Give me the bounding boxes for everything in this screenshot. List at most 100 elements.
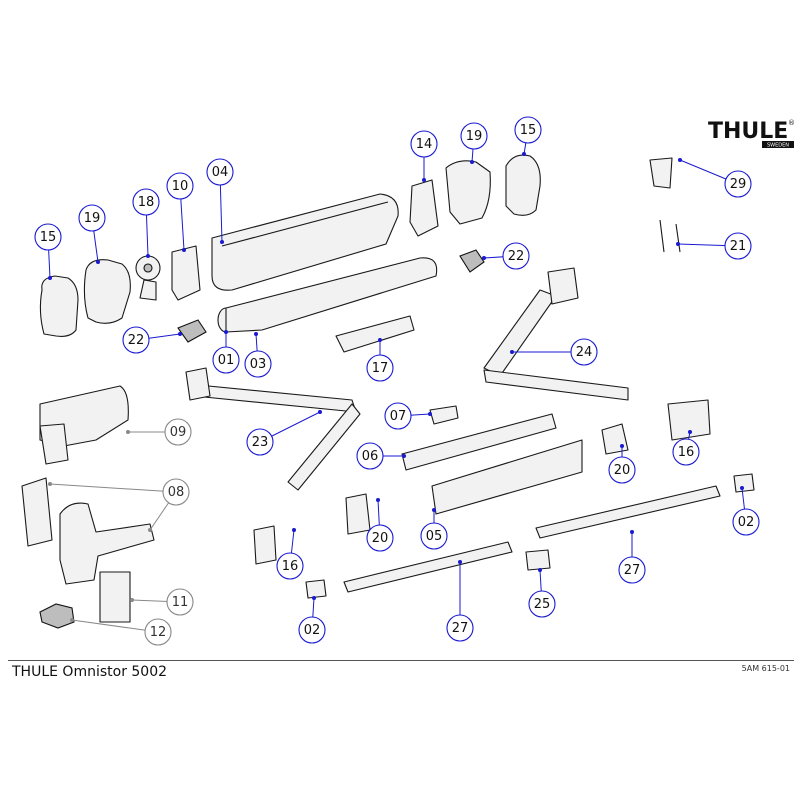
- callout-circle: [366, 524, 394, 552]
- part-front-profile: [211, 193, 399, 291]
- callout-08: 08: [48, 478, 190, 532]
- callout-10: 10: [166, 172, 194, 252]
- callout-number: 21: [730, 239, 747, 254]
- callout-circle: [732, 508, 760, 536]
- callout-number: 12: [150, 625, 167, 640]
- callout-number: 16: [282, 559, 299, 574]
- callout-circle: [514, 116, 542, 144]
- callout-18: 18: [132, 188, 160, 258]
- callout-leader-dot: [678, 158, 682, 162]
- callout-29: 29: [678, 158, 752, 198]
- callout-circle: [724, 232, 752, 260]
- part-anchor-plate: [649, 157, 673, 189]
- callout-circle: [34, 223, 62, 251]
- callout-27: 27: [446, 560, 474, 642]
- callout-leader-dot: [740, 486, 744, 490]
- callout-09: 09: [126, 418, 192, 446]
- callout-circle: [166, 172, 194, 200]
- part-valance: [431, 439, 583, 515]
- callout-circle: [618, 556, 646, 584]
- part-wall-bracket: [21, 477, 53, 547]
- callout-leader-dot: [224, 330, 228, 334]
- callout-24: 24: [510, 338, 598, 366]
- logo-registered-mark: ®: [788, 119, 794, 127]
- part-clip: [429, 405, 459, 425]
- callout-circle: [724, 170, 752, 198]
- callout-circle: [356, 442, 384, 470]
- part-leg-right: [535, 485, 721, 539]
- callout-21: 21: [676, 232, 752, 260]
- part-end-cap-left: [39, 275, 79, 337]
- callout-number: 24: [576, 345, 593, 360]
- callout-number: 20: [614, 463, 631, 478]
- callout-number: 04: [212, 165, 229, 180]
- footer-rule: [8, 660, 794, 661]
- callout-number: 18: [138, 195, 155, 210]
- callout-leader-dot: [70, 618, 74, 622]
- callout-circle: [162, 478, 190, 506]
- callout-circle: [246, 428, 274, 456]
- callout-circle: [122, 326, 150, 354]
- callout-leader-dot: [676, 242, 680, 246]
- callout-number: 16: [678, 445, 695, 460]
- callout-leader-dot: [620, 444, 624, 448]
- callout-leader-dot: [428, 412, 432, 416]
- part-bolts: [659, 219, 681, 253]
- callout-leader-dot: [378, 338, 382, 342]
- part-bracket-left: [253, 525, 277, 565]
- callout-15: 15: [514, 116, 542, 156]
- parts-illustrations: [21, 154, 755, 629]
- callout-20: 20: [608, 444, 636, 484]
- callout-leader-dot: [220, 240, 224, 244]
- callout-number: 09: [170, 425, 187, 440]
- callout-leader-dot: [432, 508, 436, 512]
- logo-subtext: SWEDEN: [767, 143, 789, 149]
- callout-number: 17: [372, 361, 389, 376]
- callout-number: 08: [168, 485, 185, 500]
- part-plug-top: [459, 249, 485, 273]
- callout-leader-dot: [148, 528, 152, 532]
- callout-19: 19: [460, 122, 488, 164]
- callout-circle: [420, 522, 448, 550]
- callout-number: 27: [624, 563, 641, 578]
- part-foot-bracket: [525, 549, 551, 571]
- callout-circle: [78, 204, 106, 232]
- callout-number: 22: [508, 249, 525, 264]
- callout-leader-dot: [318, 410, 322, 414]
- part-plug-bottom: [177, 319, 207, 343]
- callout-circle: [460, 122, 488, 150]
- thule-logo: THULE ® SWEDEN: [708, 116, 795, 154]
- callout-number: 23: [252, 435, 269, 450]
- callout-number: 02: [304, 623, 321, 638]
- callout-14: 14: [410, 130, 438, 182]
- callout-15: 15: [34, 223, 62, 280]
- callout-number: 03: [250, 357, 267, 372]
- callout-circle: [166, 588, 194, 616]
- part-bracket-housing: [59, 502, 155, 585]
- part-bracket-right-a: [601, 423, 629, 455]
- callout-leader-dot: [538, 568, 542, 572]
- callout-number: 05: [426, 529, 443, 544]
- part-cover-right: [445, 160, 491, 225]
- callout-number: 19: [466, 129, 483, 144]
- callout-number: 01: [218, 353, 235, 368]
- part-cover-left: [83, 259, 131, 324]
- callout-01: 01: [212, 330, 240, 374]
- callout-number: 15: [40, 230, 57, 245]
- callout-circle: [528, 590, 556, 618]
- footer-title: THULE Omnistor 5002: [12, 664, 168, 680]
- callout-circle: [608, 456, 636, 484]
- callout-12: 12: [70, 618, 172, 646]
- callout-leader-dot: [130, 598, 134, 602]
- callout-leader-dot: [482, 256, 486, 260]
- callout-number: 19: [84, 211, 101, 226]
- part-end-cap-right: [505, 154, 541, 216]
- callout-number: 14: [416, 137, 433, 152]
- callout-27: 27: [618, 530, 646, 584]
- callout-leader-dot: [630, 530, 634, 534]
- callout-leader-dot: [182, 248, 186, 252]
- callout-number: 10: [172, 179, 189, 194]
- callout-06: 06: [356, 442, 406, 470]
- callout-circle: [570, 338, 598, 366]
- part-arm-left: [187, 383, 357, 413]
